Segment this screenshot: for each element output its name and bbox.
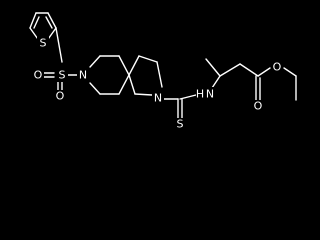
bond-pip-6 — [89, 82, 101, 95]
atom-label-thioamide-h: H — [196, 88, 204, 101]
bond-thiophene-2-double — [45, 16, 53, 29]
bond-pyr-5 — [128, 74, 136, 95]
atom-thiocarbonyl-s: S — [174, 118, 186, 131]
bond-thiophene-sulfonyl — [55, 27, 63, 63]
bond-pip-3 — [118, 55, 130, 76]
bond-pip-1 — [89, 55, 101, 68]
atom-sulfonyl-s: S — [56, 69, 68, 82]
bond-pyr-4 — [134, 93, 153, 96]
piperidine-ring — [89, 55, 130, 95]
bond-c-oester — [257, 67, 271, 77]
pyrrolidine-ring — [128, 55, 163, 96]
atom-label-ester-o: O — [273, 61, 282, 74]
bond-ch2-carbonyl — [239, 63, 259, 77]
atom-ester-carbonyl-o: O — [252, 100, 264, 113]
atom-label-sulfonyl-o-bottom: O — [56, 90, 65, 103]
atom-sulfonyl-o-left: O — [32, 69, 44, 82]
atom-label-thiophene-s: S — [40, 37, 47, 50]
atom-pyrrolidine-n: N — [152, 91, 164, 105]
bond-o-ch2 — [283, 67, 297, 77]
atom-label-sulfonyl-o-left: O — [34, 69, 43, 82]
atom-label-thiocarbonyl-s: S — [177, 118, 184, 131]
atom-thioamide-nh: H N — [196, 87, 216, 101]
atom-label-sulfonyl-s: S — [59, 69, 66, 82]
bond-pyr-2 — [138, 55, 158, 63]
atom-label-ester-carbonyl-o: O — [254, 100, 263, 113]
bond-thiophene-5 — [29, 12, 37, 29]
atom-piperidine-n: N — [77, 69, 89, 82]
bond-nh-ch — [211, 75, 221, 89]
bond-methyl — [205, 58, 221, 77]
bond-pyr-3 — [156, 61, 163, 88]
atom-label-pyrrolidine-n: N — [154, 92, 162, 105]
chemical-structure-diagram: S S O O N N H N S O O — [29, 12, 297, 131]
bond-pip-4 — [118, 74, 130, 95]
atom-thiophene-s: S — [37, 36, 49, 50]
bond-ch-ch2 — [219, 63, 241, 77]
bond-thiophene-2 — [47, 12, 57, 29]
atom-label-thioamide-n: N — [206, 88, 214, 101]
atom-ester-o: O — [271, 61, 283, 74]
bond-thiophene-5-double — [33, 16, 40, 29]
atom-sulfonyl-o-bottom: O — [54, 90, 66, 103]
atom-label-piperidine-n: N — [79, 69, 87, 82]
bond-c-nh — [179, 94, 197, 100]
bond-pyr-1 — [128, 55, 140, 76]
